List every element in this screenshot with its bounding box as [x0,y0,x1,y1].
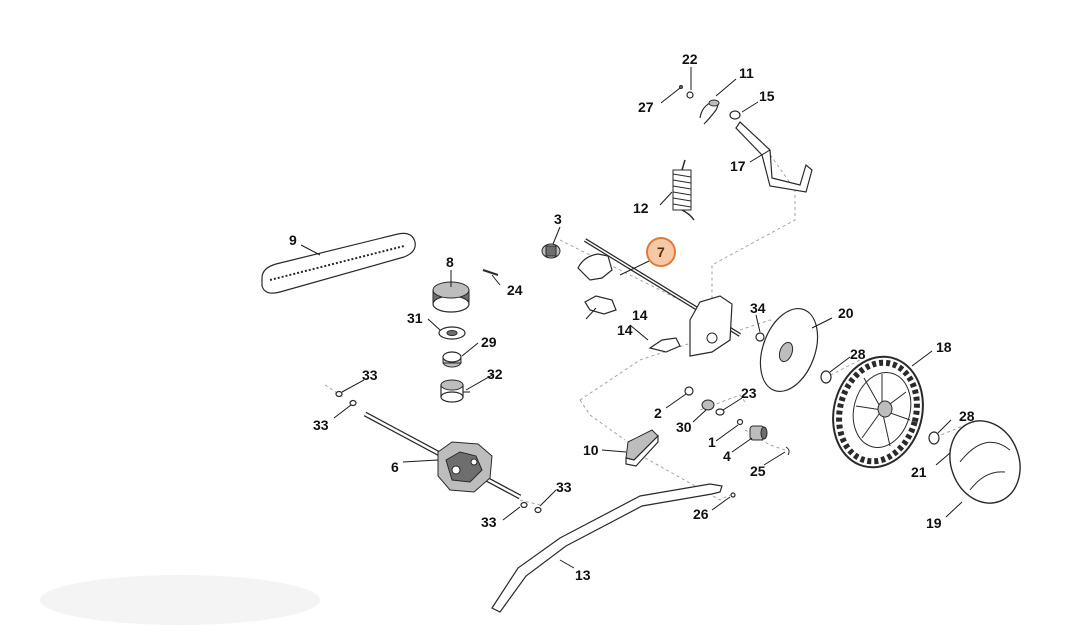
part-hubcap-disc [759,308,832,392]
callout-25[interactable]: 25 [750,463,766,479]
callout-11[interactable]: 11 [739,65,754,81]
callout-33-a[interactable]: 33 [362,367,378,383]
callout-7[interactable]: 7 [657,244,665,260]
part-washer-stack [438,326,470,403]
callout-33-c[interactable]: 33 [556,479,572,495]
callout-26[interactable]: 26 [693,506,709,522]
callout-12[interactable]: 12 [633,200,649,216]
ground-shadow [40,575,320,625]
part-pulley [432,281,470,313]
callout-10[interactable]: 10 [583,442,599,458]
callout-33-d[interactable]: 33 [481,514,497,530]
callout-19[interactable]: 19 [926,515,942,531]
part-handle-bar [491,483,723,613]
callout-27[interactable]: 27 [638,99,654,115]
callout-1[interactable]: 1 [708,434,716,450]
part-gearbox-axle [363,411,522,500]
callout-8[interactable]: 8 [446,254,454,270]
callout-3[interactable]: 3 [554,211,562,227]
callout-18[interactable]: 18 [936,339,952,355]
callout-23[interactable]: 23 [741,385,757,401]
callout-14-top[interactable]: 14 [632,307,648,323]
callout-34[interactable]: 34 [750,300,766,316]
part-small-fittings [625,386,790,498]
selected-part-highlight [646,237,676,267]
part-spring [672,159,695,221]
callout-14-bottom[interactable]: 14 [617,322,633,338]
callout-32[interactable]: 32 [487,366,503,382]
part-pin [482,269,499,276]
callout-20[interactable]: 20 [838,305,854,321]
callout-28-cover[interactable]: 28 [959,408,975,424]
callout-24[interactable]: 24 [507,282,523,298]
callout-17[interactable]: 17 [730,158,746,174]
callout-30[interactable]: 30 [676,419,692,435]
part-drive-belt [261,232,416,294]
callout-31[interactable]: 31 [407,310,423,326]
part-lever-shaft [541,238,765,357]
callout-6[interactable]: 6 [391,459,399,475]
part-wheel-cover [949,420,1021,504]
part-wheel [832,355,957,469]
callout-21[interactable]: 21 [911,464,927,480]
part-circlips [335,390,542,514]
callout-4[interactable]: 4 [723,448,731,464]
callout-13[interactable]: 13 [575,567,591,583]
callout-33-b[interactable]: 33 [313,417,329,433]
part-linkage-top [679,85,813,193]
leader-lines [300,67,963,569]
callout-22[interactable]: 22 [682,51,698,67]
callout-9[interactable]: 9 [289,232,297,248]
callout-28-wheel[interactable]: 28 [850,346,866,362]
callout-15[interactable]: 15 [759,88,775,104]
callout-29[interactable]: 29 [481,334,497,350]
callout-2[interactable]: 2 [654,405,662,421]
callout-labels: 22 11 15 27 17 12 3 7 9 8 24 31 29 32 14… [289,51,975,583]
